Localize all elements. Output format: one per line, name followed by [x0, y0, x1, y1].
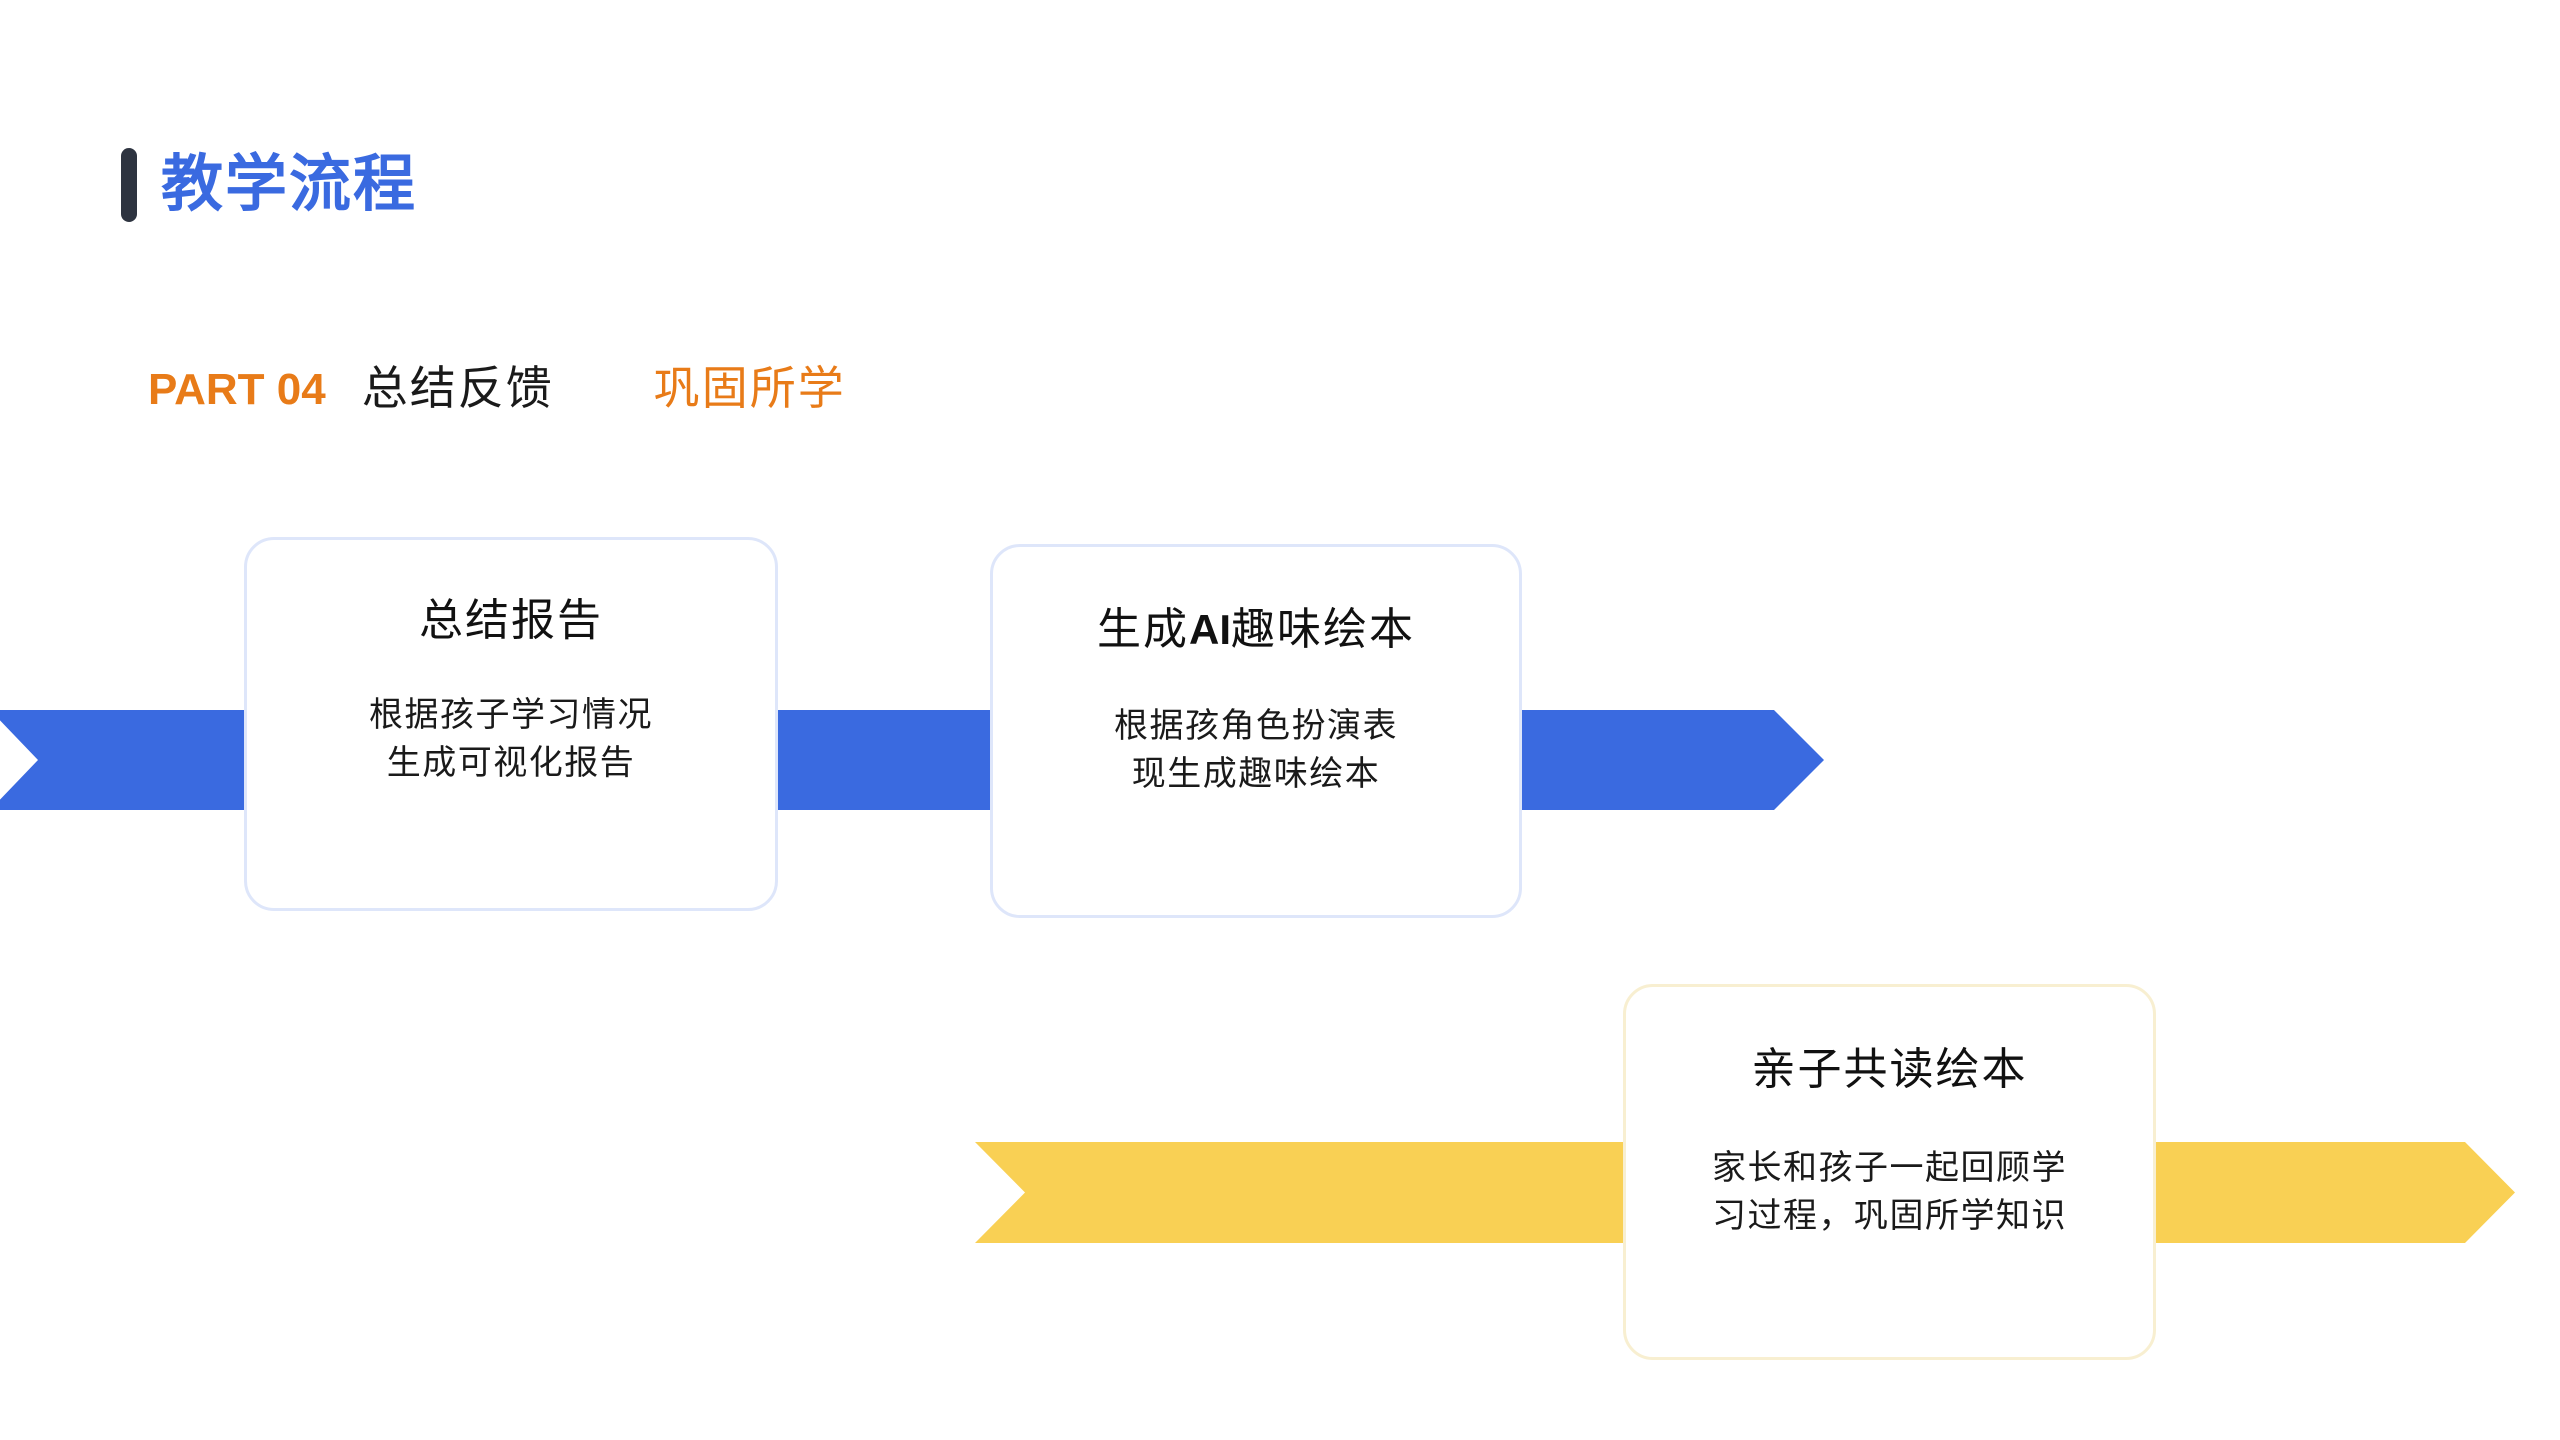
flow-card-title: 亲子共读绘本 [1751, 1045, 2028, 1094]
title-accent-bar [121, 148, 137, 222]
part-number-label: PART 04 [148, 365, 326, 414]
flow-card-body: 根据孩角色扮演表 现生成趣味绘本 [1114, 703, 1398, 800]
flow-card-body-line: 生成可视化报告 [386, 745, 636, 783]
flow-card-body-line: 根据孩角色扮演表 [1114, 708, 1398, 745]
flow-card-body: 家长和孩子一起回顾学 习过程，巩固所学知识 [1712, 1145, 2067, 1242]
section-accent-label: 巩固所学 [653, 363, 846, 414]
flow-card-title-prefix: 生成 [1097, 605, 1189, 654]
flow-card-body-line: 根据孩子学习情况 [369, 697, 653, 734]
flow-card-title: 生成AI趣味绘本 [1097, 593, 1415, 657]
flow-card-body: 根据孩子学习情况 生成可视化报告 [369, 692, 653, 789]
flow-card-body-line: 习过程，巩固所学知识 [1712, 1198, 2067, 1236]
flow-card-body-line: 家长和孩子一起回顾学 [1712, 1150, 2067, 1187]
section-subtitle-row: PART 04 总结反馈 巩固所学 [148, 352, 846, 418]
flow-card-title: 总结报告 [419, 596, 603, 645]
flow-card-body-line: 现生成趣味绘本 [1131, 756, 1381, 794]
flow-card-ai-picture-book[interactable]: 生成AI趣味绘本 根据孩角色扮演表 现生成趣味绘本 [990, 544, 1522, 918]
flow-card-title-suffix: 趣味绘本 [1231, 605, 1415, 654]
flow-card-title-bold-token: AI [1189, 606, 1231, 653]
flow-card-summary-report[interactable]: 总结报告 根据孩子学习情况 生成可视化报告 [244, 537, 778, 911]
flow-card-parent-child-reading[interactable]: 亲子共读绘本 家长和孩子一起回顾学 习过程，巩固所学知识 [1623, 984, 2156, 1360]
page-title-block: 教学流程 [121, 148, 417, 222]
section-heading-label: 总结反馈 [361, 363, 554, 414]
page-title: 教学流程 [161, 151, 418, 219]
